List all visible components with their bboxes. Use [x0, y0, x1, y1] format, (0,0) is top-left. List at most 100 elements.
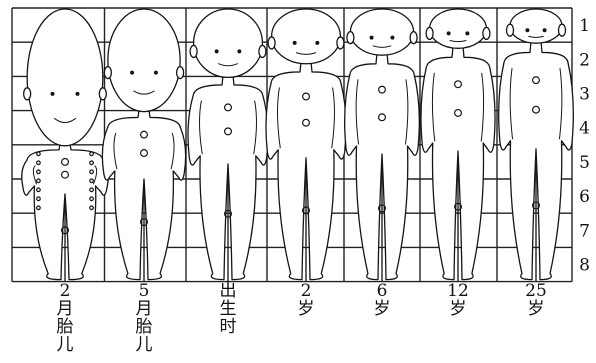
- eye: [465, 31, 470, 36]
- eye: [525, 28, 530, 33]
- body-outline: [101, 108, 187, 281]
- figure-stage-3: [187, 8, 269, 281]
- row-number: 3: [579, 85, 590, 105]
- head-outline: [509, 8, 563, 44]
- arm-line: [331, 87, 335, 149]
- eye: [75, 91, 80, 96]
- arm-line: [170, 132, 175, 170]
- fetal-dot: [36, 151, 41, 157]
- fetal-dot: [89, 205, 94, 211]
- age-label-char: 岁: [374, 299, 391, 319]
- arm-line: [509, 67, 513, 140]
- row-number: 7: [579, 221, 590, 241]
- proportion-marker: [454, 80, 463, 89]
- mouth: [295, 52, 317, 55]
- age-label-char: 生: [220, 299, 237, 319]
- mouth: [372, 45, 392, 48]
- row-number: 8: [579, 256, 590, 276]
- age-label-char: 2: [301, 281, 312, 301]
- proportion-marker: [60, 157, 69, 166]
- body-outline: [344, 52, 420, 281]
- age-label-char: 5: [139, 281, 150, 301]
- eye: [292, 40, 297, 45]
- row-number: 4: [579, 119, 590, 139]
- eye: [50, 91, 55, 96]
- proportion-marker: [302, 92, 311, 101]
- proportion-marker: [224, 209, 233, 218]
- body-outline: [187, 74, 269, 281]
- ear: [258, 44, 267, 59]
- proportion-marker: [140, 130, 149, 139]
- fetal-dot: [89, 160, 94, 166]
- ear: [98, 87, 107, 101]
- figure-stage-7: [498, 8, 574, 281]
- age-label-char: 6: [377, 281, 388, 301]
- age-label-char: 儿: [136, 335, 153, 355]
- age-label-char: 出: [220, 281, 237, 301]
- arm-line: [355, 79, 359, 145]
- ear: [267, 36, 276, 50]
- fetal-dot: [89, 187, 94, 193]
- arm-line: [277, 87, 281, 149]
- figure-stage-5: [344, 8, 420, 281]
- figure-stage-1: [21, 8, 109, 281]
- proportion-marker: [378, 204, 387, 213]
- arm-line: [32, 165, 37, 185]
- head-outline: [428, 8, 488, 49]
- figure-stage-2: [101, 8, 187, 281]
- head-outline: [26, 8, 104, 147]
- fetal-dot: [36, 178, 41, 184]
- proportion-marker: [531, 76, 540, 85]
- arm-line: [405, 79, 409, 145]
- arm-line: [93, 165, 98, 185]
- eye: [214, 49, 219, 54]
- age-label-char: 岁: [450, 299, 467, 319]
- eye: [237, 49, 242, 54]
- ear: [425, 26, 434, 41]
- mouth: [133, 90, 155, 95]
- proportion-marker: [302, 118, 311, 127]
- eye: [369, 35, 374, 40]
- eye: [446, 31, 451, 36]
- body-outline: [265, 61, 347, 281]
- body-outline: [21, 143, 109, 281]
- age-label-char: 25: [525, 281, 547, 301]
- eye: [130, 70, 135, 75]
- row-number: 2: [579, 50, 590, 70]
- proportion-marker: [454, 108, 463, 117]
- proportion-marker: [140, 149, 149, 158]
- proportion-marker: [531, 105, 540, 114]
- head-outline: [349, 8, 415, 56]
- age-label-char: 12: [447, 281, 469, 301]
- proportion-marker: [302, 206, 311, 215]
- fetal-dot: [89, 169, 94, 175]
- proportion-marker: [224, 103, 233, 112]
- head-outline: [107, 8, 181, 113]
- mouth: [449, 39, 467, 43]
- head-outline: [192, 8, 264, 79]
- age-label-char: 时: [220, 317, 237, 337]
- fetal-dot: [36, 160, 41, 166]
- eye: [315, 40, 320, 45]
- proportion-marker: [378, 85, 387, 94]
- head-outline: [270, 8, 342, 65]
- arm-line: [113, 132, 118, 170]
- age-label-char: 月: [136, 299, 153, 319]
- age-label-char: 月: [57, 299, 74, 319]
- age-label-char: 儿: [57, 335, 74, 355]
- proportion-marker: [224, 127, 233, 136]
- eye: [390, 35, 395, 40]
- body-outline: [498, 40, 574, 281]
- ear: [557, 23, 567, 37]
- mouth: [53, 117, 77, 124]
- fetal-dot: [36, 187, 41, 193]
- ear: [103, 65, 113, 80]
- ear: [409, 30, 418, 45]
- age-label-char: 岁: [298, 299, 315, 319]
- proportion-marker: [454, 202, 463, 211]
- fetal-dot: [36, 169, 41, 175]
- ear: [336, 36, 345, 50]
- age-label-char: 胎: [136, 317, 153, 337]
